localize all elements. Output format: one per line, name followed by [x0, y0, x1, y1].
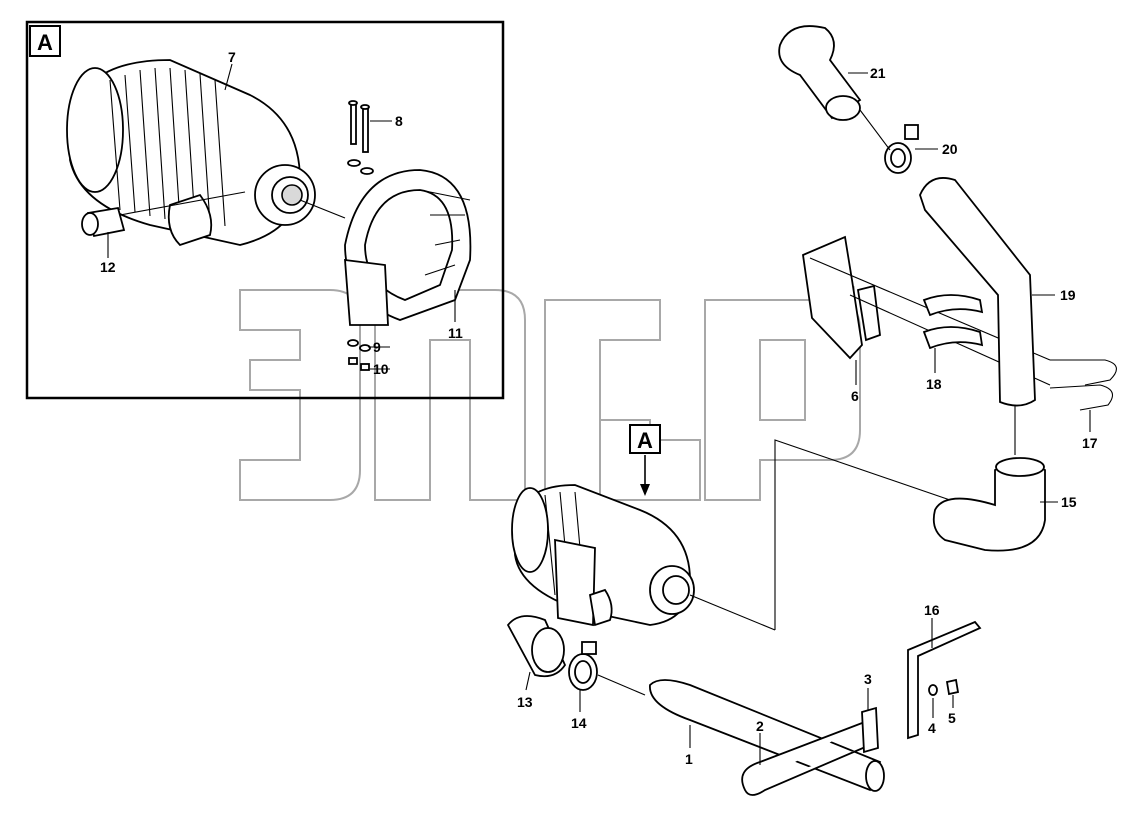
label-part-17: 17 [1082, 435, 1098, 451]
part-18-saddles [922, 294, 984, 350]
label-part-16: 16 [924, 602, 940, 618]
callout-a-tag [629, 424, 661, 454]
part-20-clamp [884, 124, 919, 174]
part-12-plug [81, 191, 246, 238]
part-labels: 7 8 12 11 9 10 21 20 19 6 18 17 15 16 3 … [100, 49, 1098, 767]
part-6-bracket-plate [802, 235, 881, 360]
detail-a-label: A [37, 30, 53, 55]
part-4-washer [928, 684, 938, 696]
label-part-9: 9 [373, 339, 381, 355]
label-part-12: 12 [100, 259, 116, 275]
label-part-11: 11 [448, 325, 463, 341]
label-part-19: 19 [1060, 287, 1076, 303]
part-8-bolts [347, 100, 374, 175]
detail-a-tag [29, 25, 61, 57]
part-13-hose [506, 615, 567, 678]
callout-a-arrowhead [640, 484, 650, 496]
label-part-15: 15 [1061, 494, 1077, 510]
label-part-21: 21 [870, 65, 886, 81]
parts-9-10-fasteners [347, 339, 371, 371]
leader-lines [107, 63, 1091, 765]
label-part-10: 10 [373, 361, 389, 377]
part-19-pipe [919, 177, 1036, 407]
part-21-elbow [778, 25, 862, 121]
part-16-bracket [907, 620, 982, 740]
part-15-elbow [932, 457, 1046, 552]
part-3-saddle [861, 706, 879, 754]
part-17-u-bolts [1049, 359, 1117, 411]
part-11-band-clamp [344, 169, 472, 326]
label-part-14: 14 [571, 715, 587, 731]
label-part-20: 20 [942, 141, 958, 157]
detail-a-frame [25, 20, 505, 400]
label-part-1: 1 [685, 751, 693, 767]
label-part-8: 8 [395, 113, 403, 129]
watermark-shapes [239, 289, 861, 501]
label-part-5: 5 [948, 710, 956, 726]
label-part-7: 7 [228, 49, 236, 65]
air-filter-main [511, 484, 695, 627]
part-5-nut [945, 678, 960, 696]
label-part-2: 2 [756, 718, 764, 734]
label-part-4: 4 [928, 720, 936, 736]
part-14-clamp [568, 641, 598, 691]
callout-a-label: A [637, 428, 653, 453]
label-part-6: 6 [851, 388, 859, 404]
label-part-3: 3 [864, 671, 872, 687]
label-part-18: 18 [926, 376, 942, 392]
label-part-13: 13 [517, 694, 533, 710]
